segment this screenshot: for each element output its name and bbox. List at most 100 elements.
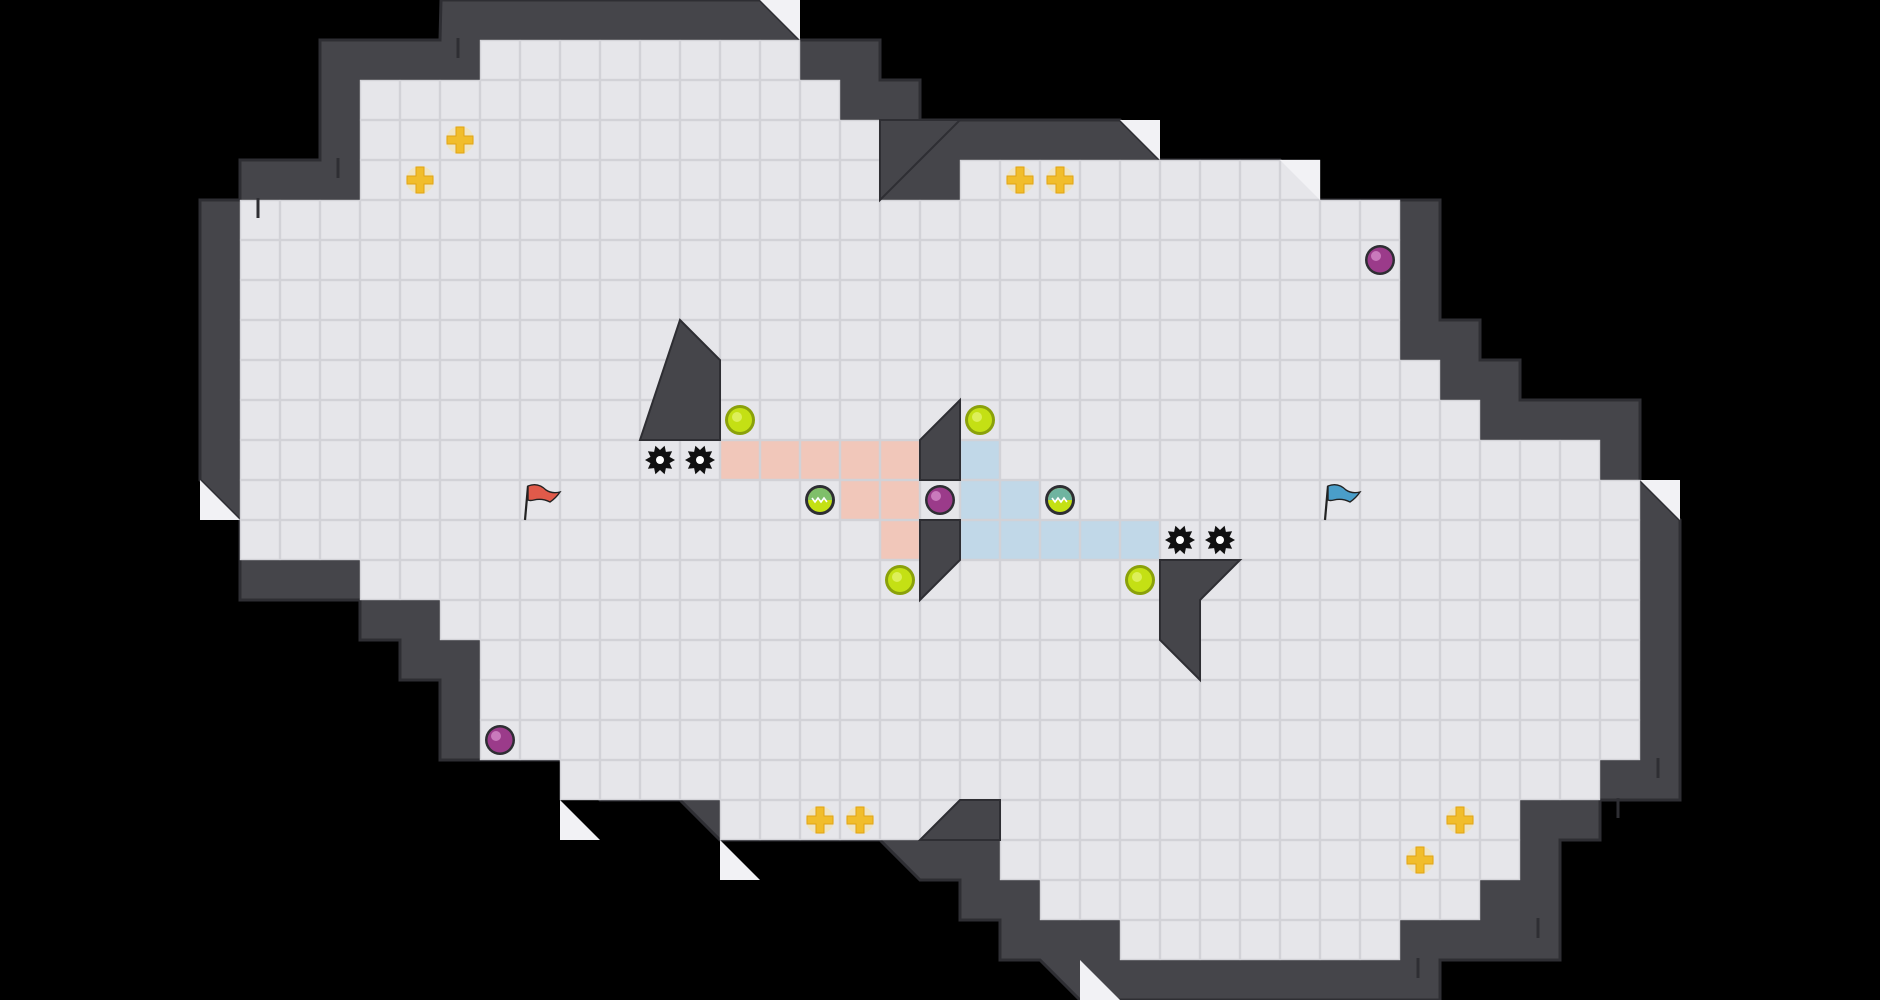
red-zone-tile	[760, 440, 800, 480]
floor-tile	[519, 639, 561, 681]
floor-tile	[679, 39, 721, 81]
floor-tile	[719, 239, 761, 281]
floor-tile	[1159, 279, 1201, 321]
floor-tile	[759, 359, 801, 401]
floor-tile	[879, 719, 921, 761]
floor-tile	[1479, 599, 1521, 641]
floor-tile	[1319, 839, 1361, 881]
floor-tile	[759, 439, 801, 481]
floor-tile	[1039, 439, 1081, 481]
floor-tile	[1359, 719, 1401, 761]
floor-tile	[559, 399, 601, 441]
floor-tile	[799, 719, 841, 761]
powerup-shine	[1371, 251, 1381, 261]
floor-tile	[839, 599, 881, 641]
blue-flag-icon[interactable]	[1323, 483, 1362, 521]
floor-tile	[1039, 479, 1081, 521]
floor-strip	[480, 640, 1640, 680]
floor-tile	[1559, 679, 1601, 721]
floor-tile	[839, 399, 881, 441]
floor-tile	[959, 479, 1001, 521]
floor-tile	[719, 559, 761, 601]
floor-tile	[639, 519, 681, 561]
floor-tile	[599, 639, 641, 681]
floor-tile	[1239, 679, 1281, 721]
wall-notch-bottom	[917, 799, 1001, 841]
floor-tile	[1439, 519, 1481, 561]
floor-tile	[599, 159, 641, 201]
floor-tile	[1239, 439, 1281, 481]
floor-tile	[519, 319, 561, 361]
floor-tile	[999, 239, 1041, 281]
floor-tile	[1199, 839, 1241, 881]
floor-strip	[1040, 880, 1480, 920]
floor-tile	[1359, 559, 1401, 601]
floor-tile	[1119, 639, 1161, 681]
floor-tile	[399, 239, 441, 281]
floor-tile	[1279, 719, 1321, 761]
floor-tile	[639, 639, 681, 681]
floor-tile	[1039, 639, 1081, 681]
floor-tile	[599, 79, 641, 121]
floor-tile	[1479, 759, 1521, 801]
floor-tile	[479, 79, 521, 121]
floor-tile	[1479, 839, 1521, 881]
floor-tile	[1599, 679, 1641, 721]
floor-tile	[279, 199, 321, 241]
floor-tile	[1439, 679, 1481, 721]
bomb-icon	[846, 806, 874, 834]
floor-tile	[1159, 359, 1201, 401]
floor-tile	[1119, 199, 1161, 241]
floor-tile	[999, 359, 1041, 401]
floor-tile	[1359, 879, 1401, 921]
floor-tile	[319, 439, 361, 481]
floor-tile	[1199, 359, 1241, 401]
floor-tile	[1279, 559, 1321, 601]
floor-tile	[839, 279, 881, 321]
blue-zone-tile	[960, 480, 1000, 520]
floor-tile	[639, 239, 681, 281]
floor-tile	[759, 639, 801, 681]
floor-tile	[839, 679, 881, 721]
spike-icon	[685, 445, 715, 475]
red-zone-tile	[840, 480, 880, 520]
floor-tile	[1559, 479, 1601, 521]
floor-tile	[519, 239, 561, 281]
floor-tile	[519, 399, 561, 441]
floor-strip	[1000, 840, 1520, 880]
wedge-center-bottom	[919, 519, 961, 603]
floor-tile	[1359, 759, 1401, 801]
red-flag-icon[interactable]	[523, 483, 562, 521]
floor-tile	[559, 359, 601, 401]
floor-tile	[1479, 479, 1521, 521]
red-zone-tile	[840, 440, 880, 480]
floor-tile	[919, 279, 961, 321]
floor-tile	[1599, 519, 1641, 561]
floor-tile	[1279, 799, 1321, 841]
floor-tile	[1439, 759, 1481, 801]
floor-tile	[479, 719, 521, 761]
floor-tile	[279, 359, 321, 401]
floor-tile	[959, 359, 1001, 401]
floor-strip	[240, 320, 1400, 360]
floor-tile	[719, 799, 761, 841]
floor-tile	[1199, 239, 1241, 281]
floor-tile	[1159, 399, 1201, 441]
floor-tile	[719, 479, 761, 521]
team-boost-top	[1048, 488, 1072, 500]
floor-tile	[719, 319, 761, 361]
floor-tile	[1159, 919, 1201, 961]
floor-tile	[399, 119, 441, 161]
powerup-icon	[1365, 245, 1395, 275]
floor-tile	[919, 759, 961, 801]
floor-tile	[1439, 599, 1481, 641]
floor-tile	[599, 359, 641, 401]
floor-tile	[399, 359, 441, 401]
floor-tile	[1359, 599, 1401, 641]
floor-tile	[1319, 479, 1361, 521]
floor-tile	[639, 559, 681, 601]
floor-tile	[239, 439, 281, 481]
floor-strip	[360, 160, 880, 200]
spike-icon	[1205, 525, 1235, 555]
